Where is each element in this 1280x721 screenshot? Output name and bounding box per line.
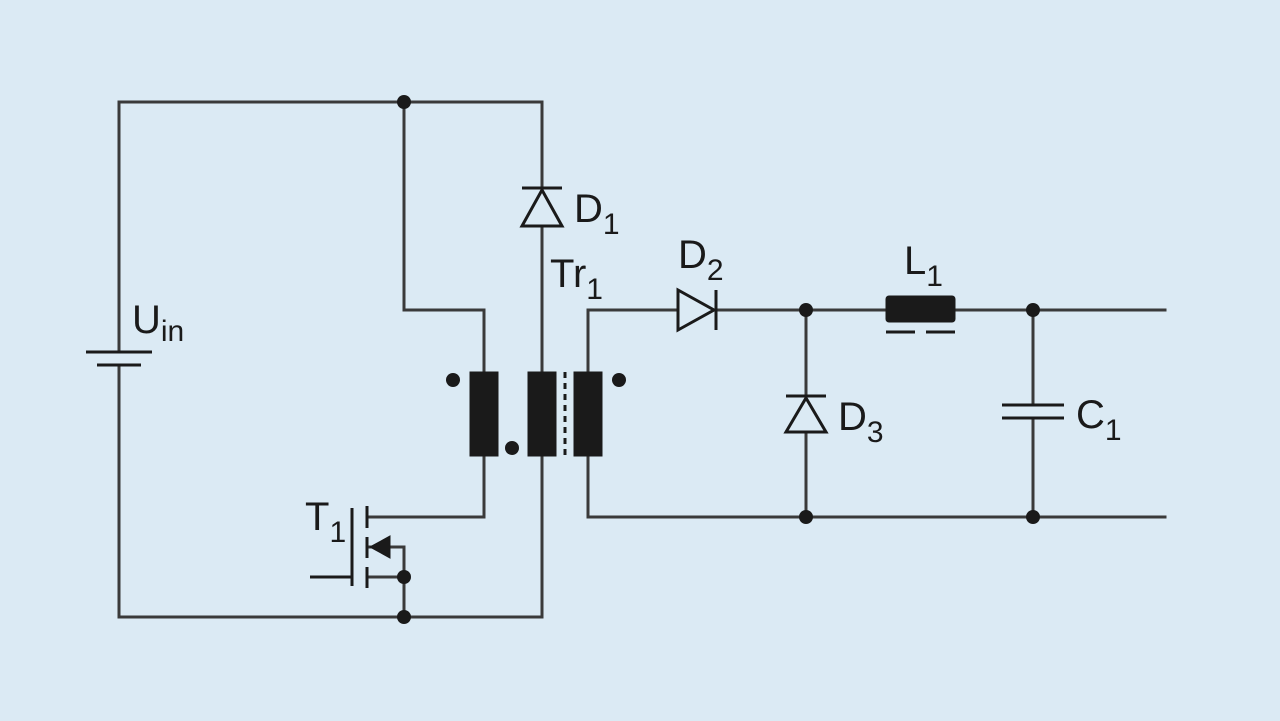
polarity-dot-reset [505,441,519,455]
polarity-dot-secondary [612,373,626,387]
label-d2: D2 [678,233,724,287]
junctions [397,95,1040,624]
labels: Uin D1 Tr1 D2 L1 D3 C1 T1 [132,187,1122,549]
label-tr1: Tr1 [550,252,603,306]
label-uin: Uin [132,298,184,348]
mosfet-t1 [310,506,391,588]
wire-primary-top [402,100,486,374]
diode-d1 [519,186,565,228]
wire-secondary-bottom [586,454,1167,519]
label-c1: C1 [1076,393,1122,447]
diode-d2 [676,287,718,333]
diode-d3 [783,394,829,434]
mosfet-arrow [368,535,391,559]
transformer-secondary-winding [573,371,603,457]
junction-c1-bottom [1026,510,1040,524]
wire-secondary-top [586,308,680,374]
label-t1: T1 [305,495,346,549]
battery-uin [86,350,152,367]
transformer-primary-winding [469,371,499,457]
transformer-tr1 [446,371,626,457]
junction-d3-top [799,303,813,317]
label-d1: D1 [574,187,620,241]
label-l1: L1 [904,239,943,293]
junction-c1-top [1026,303,1040,317]
junction-bottom [397,610,411,624]
wires [117,100,1167,619]
wire-source [365,575,406,619]
junction-top [397,95,411,109]
capacitor-c1 [1002,403,1064,420]
polarity-dot-primary [446,373,460,387]
label-d3: D3 [838,395,884,449]
junction-d3-bottom [799,510,813,524]
transformer-reset-winding [527,371,557,457]
wire-primary-bottom [365,454,486,519]
inductor-l1 [885,295,956,334]
junction-source [397,570,411,584]
